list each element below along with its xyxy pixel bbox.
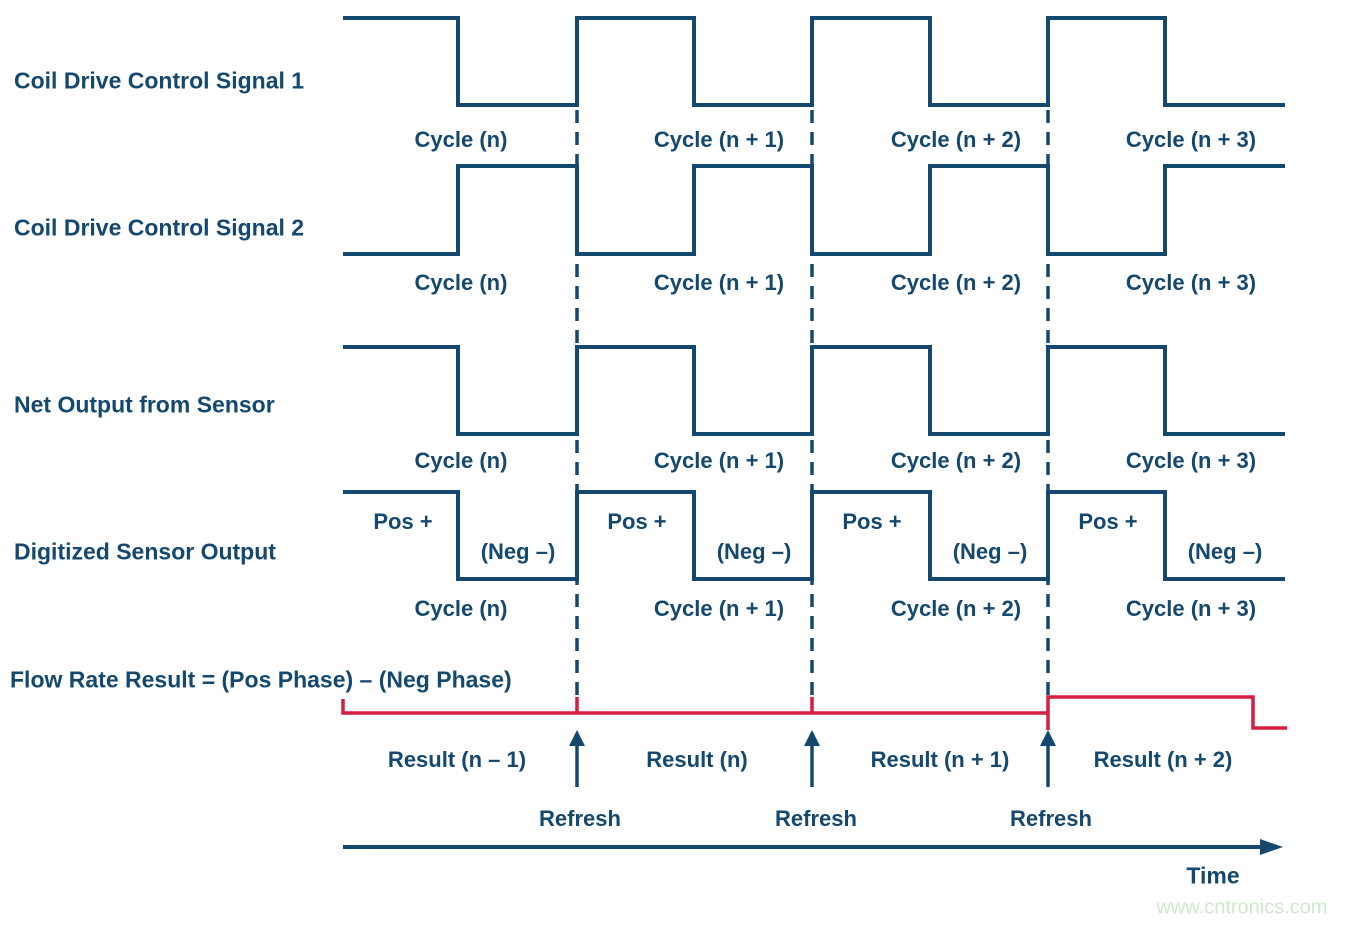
net-output-waveform bbox=[343, 345, 1285, 436]
cycle-label: Cycle (n + 2) bbox=[890, 596, 1022, 621]
refresh-arrowhead bbox=[1040, 730, 1056, 746]
cycle-label: Cycle (n + 1) bbox=[653, 596, 785, 621]
neg-phase-label: (Neg –) bbox=[952, 539, 1028, 564]
cycle-label: Cycle (n + 1) bbox=[653, 448, 785, 473]
refresh-label: Refresh bbox=[539, 806, 621, 831]
cycle-label: Cycle (n) bbox=[414, 596, 508, 621]
result-label: Result (n + 1) bbox=[870, 747, 1010, 772]
watermark-text: www.cntronics.com bbox=[1156, 896, 1328, 919]
neg-phase-label: (Neg –) bbox=[716, 539, 792, 564]
flow-rate-formula-label: Flow Rate Result = (Pos Phase) – (Neg Ph… bbox=[10, 666, 512, 693]
signal1-waveform bbox=[343, 16, 1285, 107]
result-label: Result (n) bbox=[646, 747, 748, 772]
cycle-label: Cycle (n) bbox=[414, 270, 508, 295]
result-label: Result (n – 1) bbox=[387, 747, 527, 772]
refresh-arrowhead bbox=[569, 730, 585, 746]
net-output-label: Net Output from Sensor bbox=[14, 391, 275, 418]
cycle-label: Cycle (n + 3) bbox=[1125, 127, 1257, 152]
neg-phase-label: (Neg –) bbox=[480, 539, 556, 564]
neg-phase-label: (Neg –) bbox=[1187, 539, 1263, 564]
cycle-label: Cycle (n + 3) bbox=[1125, 270, 1257, 295]
cycle-label: Cycle (n + 2) bbox=[890, 270, 1022, 295]
refresh-arrowhead bbox=[804, 730, 820, 746]
cycle-label: Cycle (n) bbox=[414, 127, 508, 152]
refresh-label: Refresh bbox=[775, 806, 857, 831]
cycle-label: Cycle (n + 1) bbox=[653, 270, 785, 295]
signal1-label: Coil Drive Control Signal 1 bbox=[14, 67, 305, 94]
cycle-label: Cycle (n + 3) bbox=[1125, 596, 1257, 621]
pos-phase-label: Pos + bbox=[607, 509, 667, 534]
pos-phase-label: Pos + bbox=[842, 509, 902, 534]
time-axis-arrowhead bbox=[1260, 839, 1283, 855]
digitized-output-label: Digitized Sensor Output bbox=[14, 538, 276, 565]
pos-phase-label: Pos + bbox=[1078, 509, 1138, 534]
cycle-label: Cycle (n + 1) bbox=[653, 127, 785, 152]
result-label: Result (n + 2) bbox=[1093, 747, 1233, 772]
signal2-waveform bbox=[343, 164, 1285, 256]
pos-phase-label: Pos + bbox=[373, 509, 433, 534]
signal2-label: Coil Drive Control Signal 2 bbox=[14, 214, 305, 241]
cycle-label: Cycle (n) bbox=[414, 448, 508, 473]
refresh-label: Refresh bbox=[1010, 806, 1092, 831]
flow-rate-result-line bbox=[341, 695, 1287, 730]
cycle-label: Cycle (n + 2) bbox=[890, 448, 1022, 473]
time-axis-label: Time bbox=[1186, 862, 1240, 889]
cycle-label: Cycle (n + 2) bbox=[890, 127, 1022, 152]
digitized-output-waveform bbox=[343, 490, 1285, 581]
cycle-label: Cycle (n + 3) bbox=[1125, 448, 1257, 473]
